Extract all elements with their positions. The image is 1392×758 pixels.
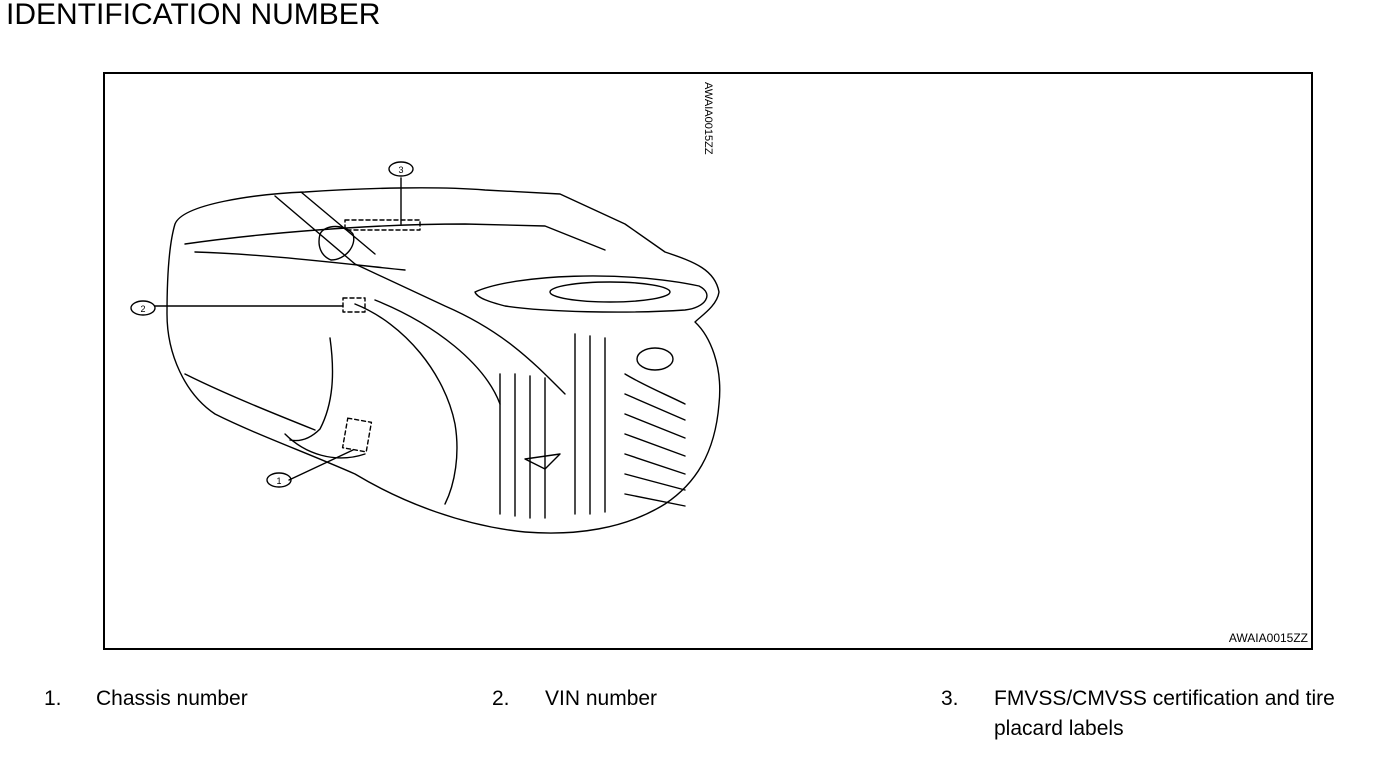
legend-label: VIN number xyxy=(545,687,658,710)
legend-label-line-1: FMVSS/CMVSS certification and tire xyxy=(994,687,1335,710)
callout-3-marker xyxy=(388,161,414,177)
legend-label-line-2: placard labels xyxy=(994,717,1124,740)
figure-code: AWAIA0015ZZ xyxy=(1228,631,1308,645)
page-title: IDENTIFICATION NUMBER xyxy=(6,0,381,31)
figure-frame: 3 2 1 AWAIA0015ZZ AWAIA0015ZZ xyxy=(103,72,1313,650)
figure-code-rotated: AWAIA0015ZZ xyxy=(702,82,714,155)
callout-1-marker xyxy=(266,472,292,488)
legend-number: 2. xyxy=(492,687,510,710)
vehicle-illustration: 3 2 1 xyxy=(130,161,721,534)
callout-2-marker xyxy=(130,300,156,316)
callout-1-label: 1 xyxy=(276,476,281,486)
callout-3-label: 3 xyxy=(398,165,403,175)
legend-number: 1. xyxy=(44,687,62,710)
legend-number: 3. xyxy=(941,687,959,710)
callout-2-label: 2 xyxy=(140,304,145,314)
legend-label: Chassis number xyxy=(96,687,248,710)
